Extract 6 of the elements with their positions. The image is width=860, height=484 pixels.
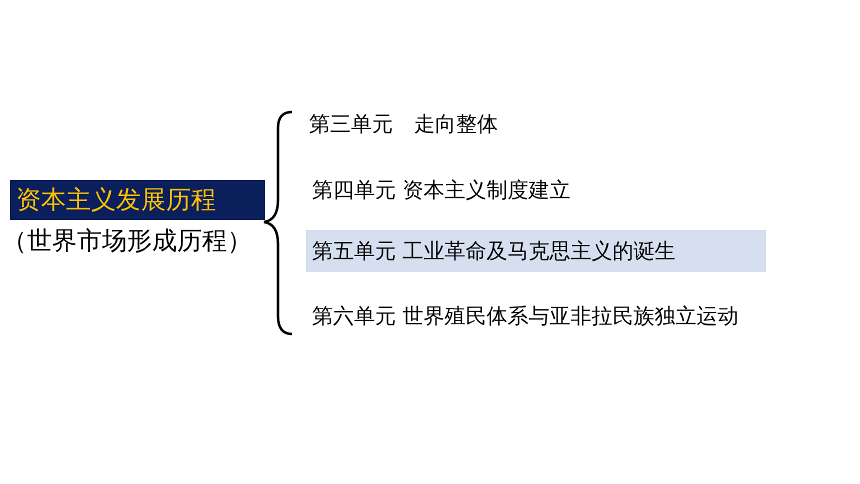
unit-text: 第四单元 资本主义制度建立 <box>308 172 575 208</box>
unit-text: 第三单元 走向整体 <box>305 106 502 142</box>
subtitle-text: （世界市场形成历程） <box>2 225 252 257</box>
title-box: 资本主义发展历程 <box>10 180 265 220</box>
unit-text: 第六单元 世界殖民体系与亚非拉民族独立运动 <box>308 298 743 334</box>
highlighted-unit-box: 第五单元 工业革命及马克思主义的诞生 <box>306 230 766 272</box>
